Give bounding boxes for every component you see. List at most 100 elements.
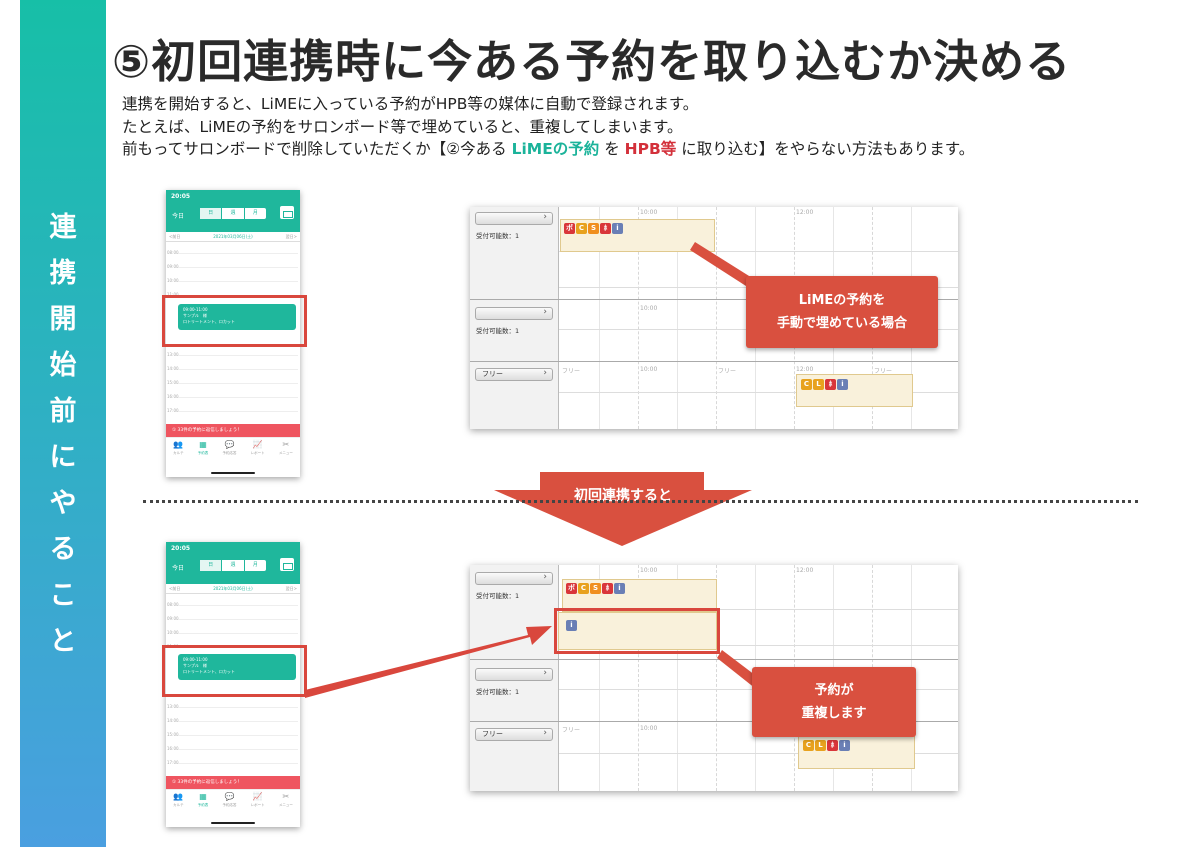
sidebar-char: や [49,488,77,519]
phone-view-tabs: 日 週 月 [200,560,266,571]
hour-label: 14:00 [167,366,179,371]
sidebar-band: 連 携 開 始 前 に や る こ と [20,0,106,847]
staff-button[interactable] [475,307,553,320]
booking-block[interactable]: C L ﾎ i [796,374,913,407]
free-label: フリー [874,368,893,375]
sidebar-char: 携 [49,258,77,289]
nav-menu[interactable]: ✂メニュー [278,439,293,455]
chart-icon: 📈 [252,791,263,801]
grid-line [599,207,600,429]
grid-line [599,565,600,791]
phone-timeline: 08:00 09:00 10:00 11:00 09:00-11:00 サンプル… [166,242,300,424]
nav-menu[interactable]: ✂メニュー [278,791,293,807]
grid-line [716,565,717,791]
grid-line [638,207,639,429]
description-line-3-post: に取り込む】をやらない方法もあります。 [676,140,975,158]
reply-banner[interactable]: ① 33件の予約に返信しましょう！ [166,424,300,437]
booking-block[interactable]: C L ﾎ i [798,735,915,769]
info-icon: i [566,620,577,631]
staff-column: 受付可能数：1 受付可能数：1 フリー [470,565,559,791]
hour-label: 10:00 [167,278,179,283]
event-name: サンプル 様 [183,313,207,318]
grid-line [716,207,717,429]
capacity-label: 受付可能数：1 [476,327,520,335]
hour-line [178,721,298,722]
hour-label: 15:00 [167,380,179,385]
duplicate-booking-block[interactable]: i [558,612,717,650]
calendar-icon[interactable] [280,558,294,571]
nav-reservation[interactable]: ▦予約表 [197,791,209,807]
prev-day-link[interactable]: <前日 [169,586,181,591]
hour-line [178,749,298,750]
schedule-screenshot-top: 10:00 12:00 10:00 フリー 10:00 12:00 フリー フリ… [470,207,958,429]
chat-icon: 💬 [224,439,235,449]
tab-day[interactable]: 日 [200,208,223,219]
sidebar-char: 前 [49,396,77,427]
booking-block[interactable]: ポ C S ﾎ i [562,579,717,612]
event-menu: ロトリートメント、ロカット [183,319,235,324]
grid-line [638,565,639,791]
hour-label: 08:00 [167,602,179,607]
calendar-icon[interactable] [280,206,294,219]
booking-block[interactable]: ポ C S ﾎ i [560,219,715,252]
grid-line [559,392,958,393]
info-icon: i [612,223,623,234]
nav-report[interactable]: 📈レポート [250,791,265,807]
reply-banner[interactable]: ① 33件の予約に返信しましょう！ [166,776,300,789]
nav-report[interactable]: 📈レポート [250,439,265,455]
phone-bottom-nav: 👥カルテ ▦予約表 💬予約応答 📈レポート ✂メニュー [166,437,300,459]
hour-line [178,267,298,268]
ho-icon: ﾎ [827,740,838,751]
next-day-link[interactable]: 翌日> [285,586,297,591]
hour-label: 08:00 [167,250,179,255]
nav-karte[interactable]: 👥カルテ [173,791,184,807]
row-divider [470,361,958,362]
hour-line [178,281,298,282]
phone-event[interactable]: 09:00-11:00 サンプル 様 ロトリートメント、ロカット [178,304,296,330]
tab-day[interactable]: 日 [200,560,223,571]
tab-week[interactable]: 週 [222,560,245,571]
staff-button[interactable] [475,668,553,681]
tab-month[interactable]: 月 [252,210,258,216]
next-day-link[interactable]: 翌日> [285,234,297,239]
sidebar-char: に [49,442,77,473]
page-title: ⑤初回連携時に今ある予約を取り込むか決める [112,35,1072,88]
s-icon: S [588,223,599,234]
time-label: 12:00 [796,567,814,574]
staff-button[interactable] [475,572,553,585]
prev-day-link[interactable]: <前日 [169,234,181,239]
c-icon: C [803,740,814,751]
phone-time: 20:05 [171,545,191,552]
phone-today-button[interactable]: 今日 [172,213,185,220]
time-label: 10:00 [640,366,658,373]
tab-month[interactable]: 月 [252,562,258,568]
tab-week[interactable]: 週 [222,208,245,219]
hour-label: 10:00 [167,630,179,635]
free-staff-button[interactable]: フリー [475,728,553,741]
phone-bottom-nav: 👥カルテ ▦予約表 💬予約応答 📈レポート ✂メニュー [166,789,300,811]
hour-label: 16:00 [167,394,179,399]
nav-reservation[interactable]: ▦予約表 [197,439,209,455]
hotpepper-icon: ポ [566,583,577,594]
sidebar-char: こ [49,580,77,611]
hour-line [178,633,298,634]
callout-line: 手動で埋めている場合 [776,316,907,331]
description-line-3-pre: 前もってサロンボードで削除していただくか【②今ある [122,140,512,158]
booking-icons: C L ﾎ i [803,740,850,751]
c-icon: C [578,583,589,594]
nav-reply[interactable]: 💬予約応答 [222,439,237,455]
event-time: 09:00-11:00 [183,307,208,312]
phone-today-button[interactable]: 今日 [172,565,185,572]
callout-line: 予約が [814,683,854,698]
ho-icon: ﾎ [602,583,613,594]
description: 連携を開始すると、LiMEに入っている予約がHPB等の媒体に自動で登録されます。… [122,93,974,161]
free-staff-button[interactable]: フリー [475,368,553,381]
phone-event[interactable]: 09:00-11:00 サンプル 様 ロトリートメント、ロカット [178,654,296,680]
s-icon: S [590,583,601,594]
event-menu: ロトリートメント、ロカット [183,669,235,674]
nav-reply[interactable]: 💬予約応答 [222,791,237,807]
hour-label: 09:00 [167,264,179,269]
schedule-screenshot-bottom: 10:00 12:00 フリー 10:00 受付可能数：1 受付可能数：1 フリ… [470,565,958,791]
staff-button[interactable] [475,212,553,225]
nav-karte[interactable]: 👥カルテ [173,439,184,455]
